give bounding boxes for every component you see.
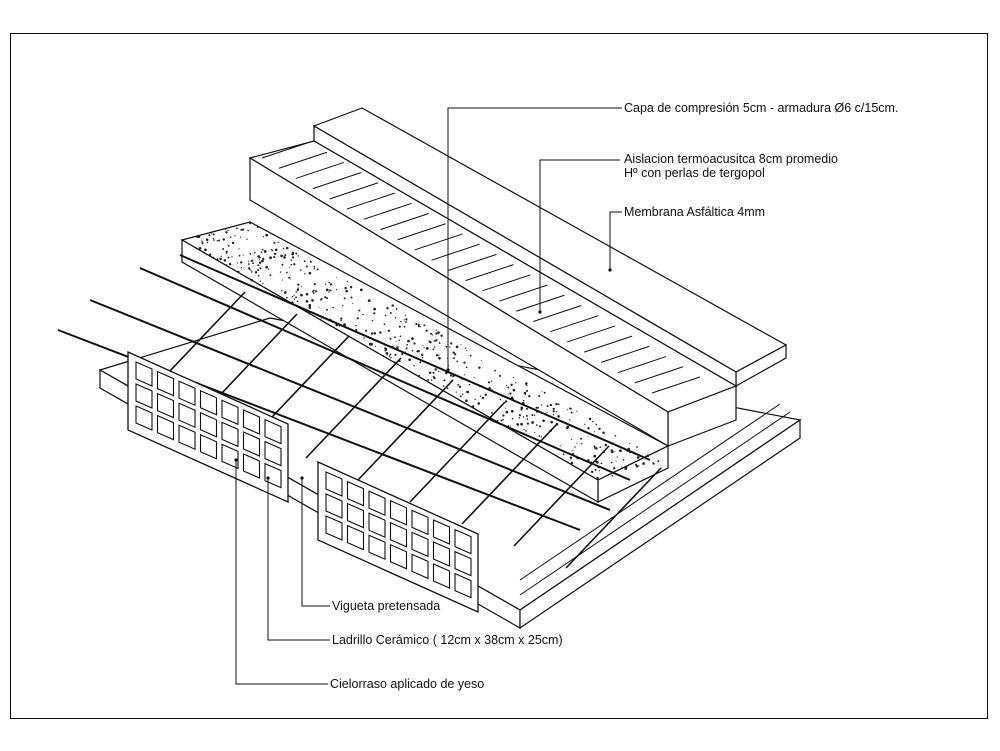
leader-vigueta	[301, 478, 330, 607]
aislacion-layer	[248, 140, 738, 448]
leader-ladrillo	[267, 478, 330, 641]
leader-aislacion	[539, 159, 620, 312]
label-ladrillo: Ladrillo Cerámico ( 12cm x 38cm x 25cm)	[332, 633, 563, 647]
leader-lines	[234, 107, 622, 685]
label-capa-compresion: Capa de compresión 5cm - armadura Ø6 c/1…	[624, 101, 898, 115]
membrana-asfaltica-layer	[312, 107, 788, 388]
label-aislacion-1: Aislacion termoacusitca 8cm promedio	[624, 152, 838, 166]
label-aislacion-2: Hº con perlas de tergopol	[624, 166, 765, 180]
label-membrana: Membrana Asfáltica 4mm	[624, 205, 765, 219]
insulation-hatching	[261, 141, 701, 394]
leader-membrana	[609, 211, 622, 270]
concrete-speckle	[196, 222, 660, 480]
annotation-labels: Capa de compresión 5cm - armadura Ø6 c/1…	[330, 101, 898, 691]
ladrillo-ceramico	[127, 350, 479, 614]
leader-capa	[447, 107, 622, 370]
drawing-frame	[10, 33, 988, 719]
label-vigueta: Vigueta pretensada	[332, 599, 440, 613]
leader-cielorraso	[235, 460, 328, 685]
label-cielorraso: Cielorraso aplicado de yeso	[330, 677, 484, 691]
armadura-mesh	[57, 254, 662, 569]
